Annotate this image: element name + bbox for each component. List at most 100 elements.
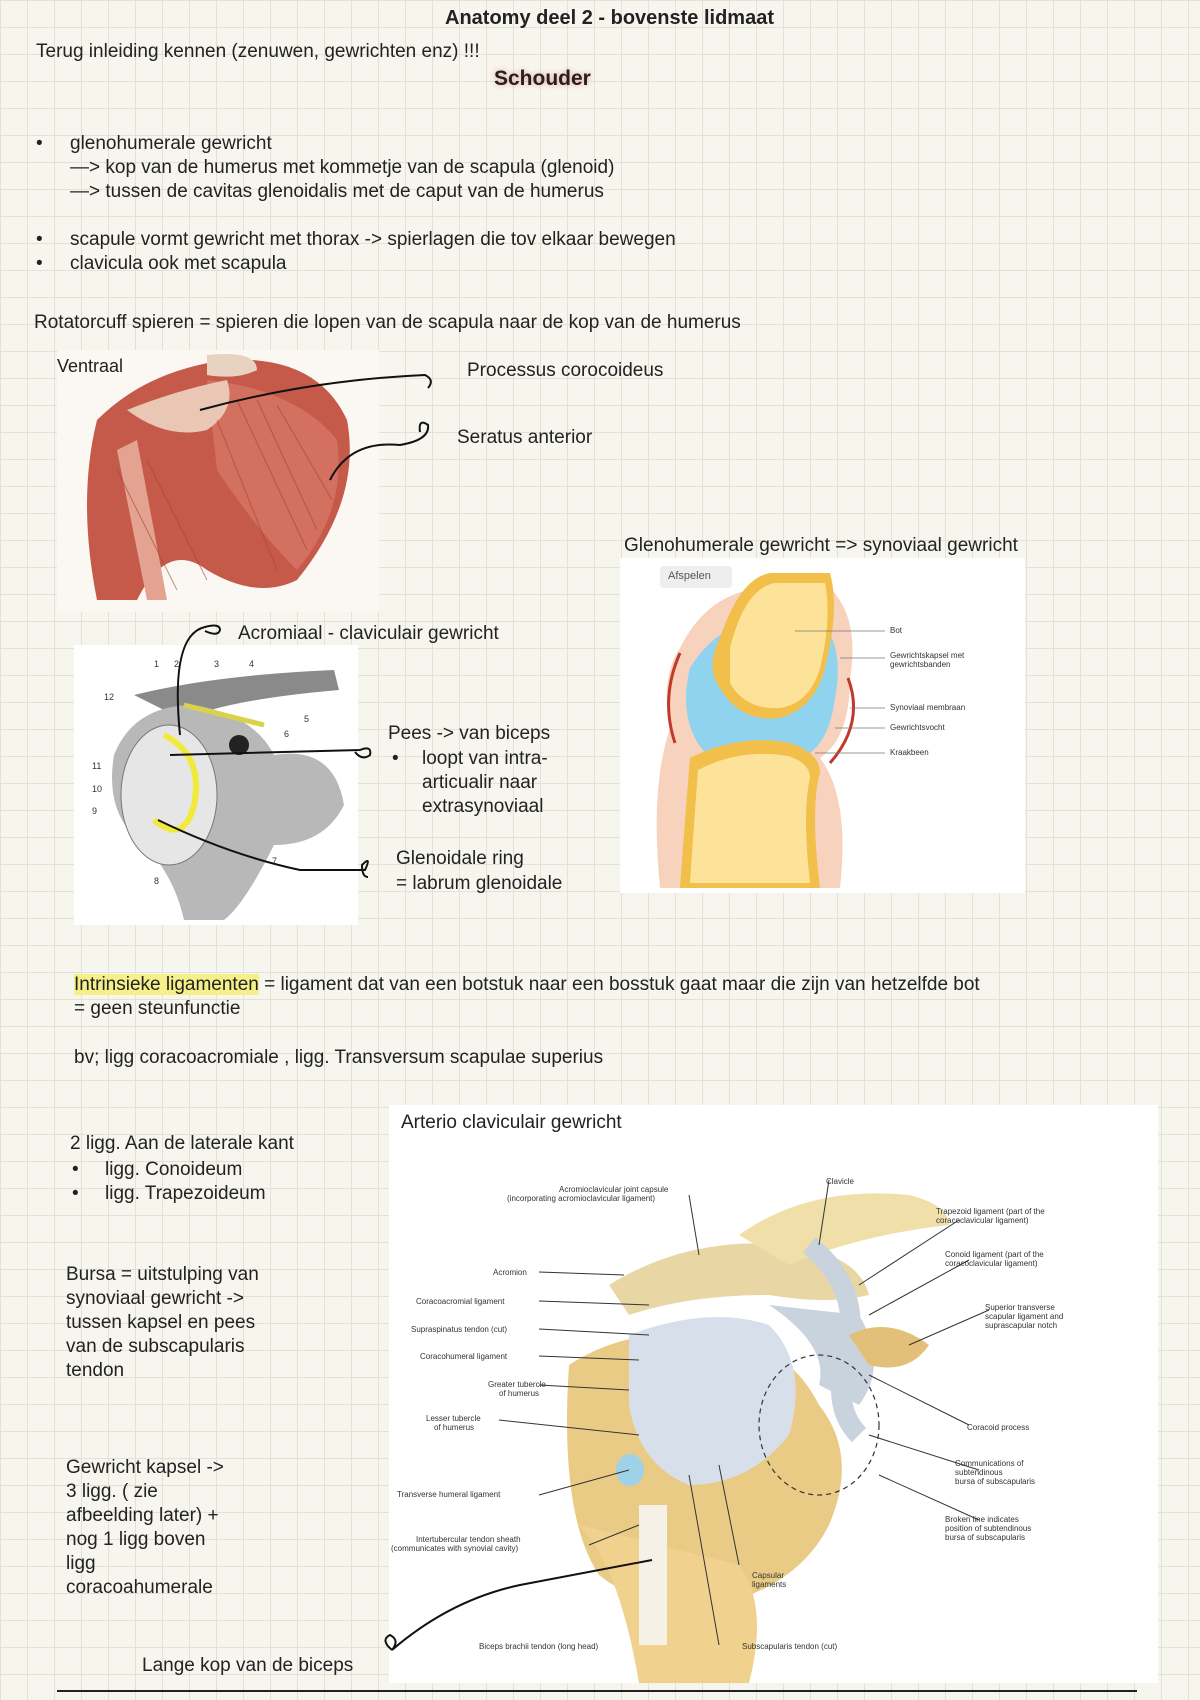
figure-title: Acromiaal - claviculair gewricht <box>238 623 499 644</box>
diagram-label: Gewrichtskapsel met <box>890 651 965 660</box>
bullet-text: clavicula ook met scapula <box>70 253 287 274</box>
diagram-label: (communicates with synovial cavity) <box>391 1544 519 1553</box>
label-labrum: = labrum glenoidale <box>396 873 563 894</box>
diagram-label: Capsular <box>752 1571 785 1580</box>
bullet-dot: • <box>392 748 399 769</box>
note-line: 3 ligg. ( zie <box>66 1481 158 1502</box>
note-line: afbeelding later) + <box>66 1505 219 1526</box>
figure-number: 9 <box>92 806 98 816</box>
section-title: Schouder <box>494 67 591 90</box>
diagram-label: Biceps brachii tendon (long head) <box>479 1642 599 1651</box>
ac-joint-illustration <box>389 1105 1158 1683</box>
figure-number: 7 <box>272 856 278 866</box>
label-pees-detail: extrasynoviaal <box>422 796 544 817</box>
label-pees: Pees -> van biceps <box>388 723 551 744</box>
figure-title: Arterio claviculair gewricht <box>401 1112 622 1133</box>
bullet-dot: • <box>72 1159 79 1180</box>
trapezoid-item: ligg. Trapezoideum <box>105 1183 266 1204</box>
ac-joint-figure: Arterio claviculair gewricht Acromioclav… <box>389 1105 1158 1683</box>
diagram-label: Superior transverse <box>985 1303 1055 1312</box>
list-item: •clavicula ook met scapula <box>36 253 287 274</box>
ligaments-note: = geen steunfunctie <box>74 998 241 1019</box>
label-serratus: Seratus anterior <box>457 427 593 448</box>
ligaments-example: bv; ligg coracoacromiale , ligg. Transve… <box>74 1047 604 1068</box>
diagram-label: Coracohumeral ligament <box>420 1352 508 1361</box>
figure-number: 12 <box>104 692 115 702</box>
figure-number: 3 <box>214 659 220 669</box>
diagram-label: Gewrichtsvocht <box>890 723 945 732</box>
synovial-illustration <box>620 558 1025 893</box>
diagram-label: gewrichtsbanden <box>890 660 951 669</box>
label-pees-detail: articualir naar <box>422 772 538 793</box>
note-line: Gewricht kapsel -> <box>66 1457 224 1478</box>
shoulder-muscles-figure: Ventraal <box>57 350 379 612</box>
page-title: Anatomy deel 2 - bovenste lidmaat <box>445 7 774 29</box>
diagram-label: Subscapularis tendon (cut) <box>742 1642 838 1651</box>
diagram-label: (incorporating acromioclavicular ligamen… <box>507 1194 656 1203</box>
annotation-line-biceps <box>384 1559 653 1651</box>
diagram-label: Greater tubercle <box>488 1380 546 1389</box>
diagram-label: Bot <box>890 626 903 635</box>
intro-note: Terug inleiding kennen (zenuwen, gewrich… <box>36 41 480 62</box>
bullet-text: scapule vormt gewricht met thorax -> spi… <box>70 229 676 250</box>
biceps-note: Lange kop van de biceps <box>142 1655 354 1676</box>
diagram-label: Broken line indicates <box>945 1515 1019 1524</box>
diagram-label: Transverse humeral ligament <box>397 1490 501 1499</box>
note-line: nog 1 ligg boven <box>66 1529 206 1550</box>
figure-caption: Ventraal <box>57 356 124 376</box>
figure-number: 6 <box>284 729 290 739</box>
note-line: coracoahumerale <box>66 1577 213 1598</box>
annotation-lines-fig2 <box>157 624 372 878</box>
diagram-label: Supraspinatus tendon (cut) <box>411 1325 508 1334</box>
rotator-cuff-note: Rotatorcuff spieren = spieren die lopen … <box>34 312 741 333</box>
diagram-label: Lesser tubercle <box>426 1414 481 1423</box>
annotation-lines-fig1 <box>199 373 432 481</box>
figure-number: 8 <box>154 876 160 886</box>
note-line: synoviaal gewricht -> <box>66 1288 244 1309</box>
bottom-divider <box>57 1690 1137 1692</box>
diagram-label: Coracoid process <box>967 1423 1030 1432</box>
ligaments-def-text: = ligament dat van een botstuk naar een … <box>258 974 980 995</box>
diagram-label: of humerus <box>499 1389 540 1398</box>
diagram-label: Trapezoid ligament (part of the <box>936 1207 1045 1216</box>
ligaments-term: Intrinsieke ligamenten <box>74 974 259 995</box>
list-item-sub: —> tussen de cavitas glenoidalis met de … <box>70 181 604 202</box>
note-line: Bursa = uitstulping van <box>66 1264 259 1285</box>
bullet-dot: • <box>72 1183 79 1204</box>
diagram-label: suprascapular notch <box>985 1321 1058 1330</box>
label-glenoid-ring: Glenoidale ring <box>396 848 524 869</box>
note-line: tendon <box>66 1360 125 1381</box>
figure-number: 1 <box>154 659 160 669</box>
figure-title: Glenohumerale gewricht => synoviaal gewr… <box>624 535 1018 556</box>
diagram-label: Conoid ligament (part of the <box>945 1250 1044 1259</box>
note-line: ligg <box>66 1553 96 1574</box>
play-button[interactable]: Afspelen <box>668 570 711 582</box>
note-line: tussen kapsel en pees <box>66 1312 256 1333</box>
figure-number: 11 <box>92 761 102 771</box>
list-item: •glenohumerale gewricht <box>36 133 272 154</box>
diagram-label: bursa of subscapularis <box>945 1533 1026 1542</box>
conoid-item: ligg. Conoideum <box>105 1159 243 1180</box>
diagram-label: Acromioclavicular joint capsule <box>559 1185 669 1194</box>
ligaments-definition: Intrinsieke ligamenten = ligament dat va… <box>74 973 980 997</box>
figure-number: 2 <box>174 659 180 669</box>
note-line: van de subscapularis <box>66 1336 245 1357</box>
diagram-label: Clavicle <box>826 1177 855 1186</box>
diagram-label: Acromion <box>493 1268 527 1277</box>
lateral-note: 2 ligg. Aan de laterale kant <box>70 1133 294 1154</box>
diagram-label: ligaments <box>752 1580 787 1589</box>
muscle-illustration <box>57 350 379 612</box>
glenoid-illustration <box>74 645 358 925</box>
diagram-label: scapular ligament and <box>985 1312 1064 1321</box>
label-pees-detail: loopt van intra- <box>422 748 548 769</box>
diagram-label: Intertubercular tendon sheath <box>416 1535 521 1544</box>
bursa-note: Bursa = uitstulping van synoviaal gewric… <box>66 1263 259 1383</box>
label-processus: Processus corocoideus <box>467 360 664 381</box>
diagram-label: Communications of <box>955 1459 1024 1468</box>
diagram-label: Synoviaal membraan <box>890 703 966 712</box>
list-item-sub: —> kop van de humerus met kommetje van d… <box>70 157 615 178</box>
bullet-list: •glenohumerale gewricht —> kop van de hu… <box>36 132 676 276</box>
glenoid-figure: 1 2 3 4 5 6 7 8 9 10 11 12 <box>74 645 358 925</box>
list-item: •scapule vormt gewricht met thorax -> sp… <box>36 229 676 250</box>
figure-number: 10 <box>92 784 103 794</box>
